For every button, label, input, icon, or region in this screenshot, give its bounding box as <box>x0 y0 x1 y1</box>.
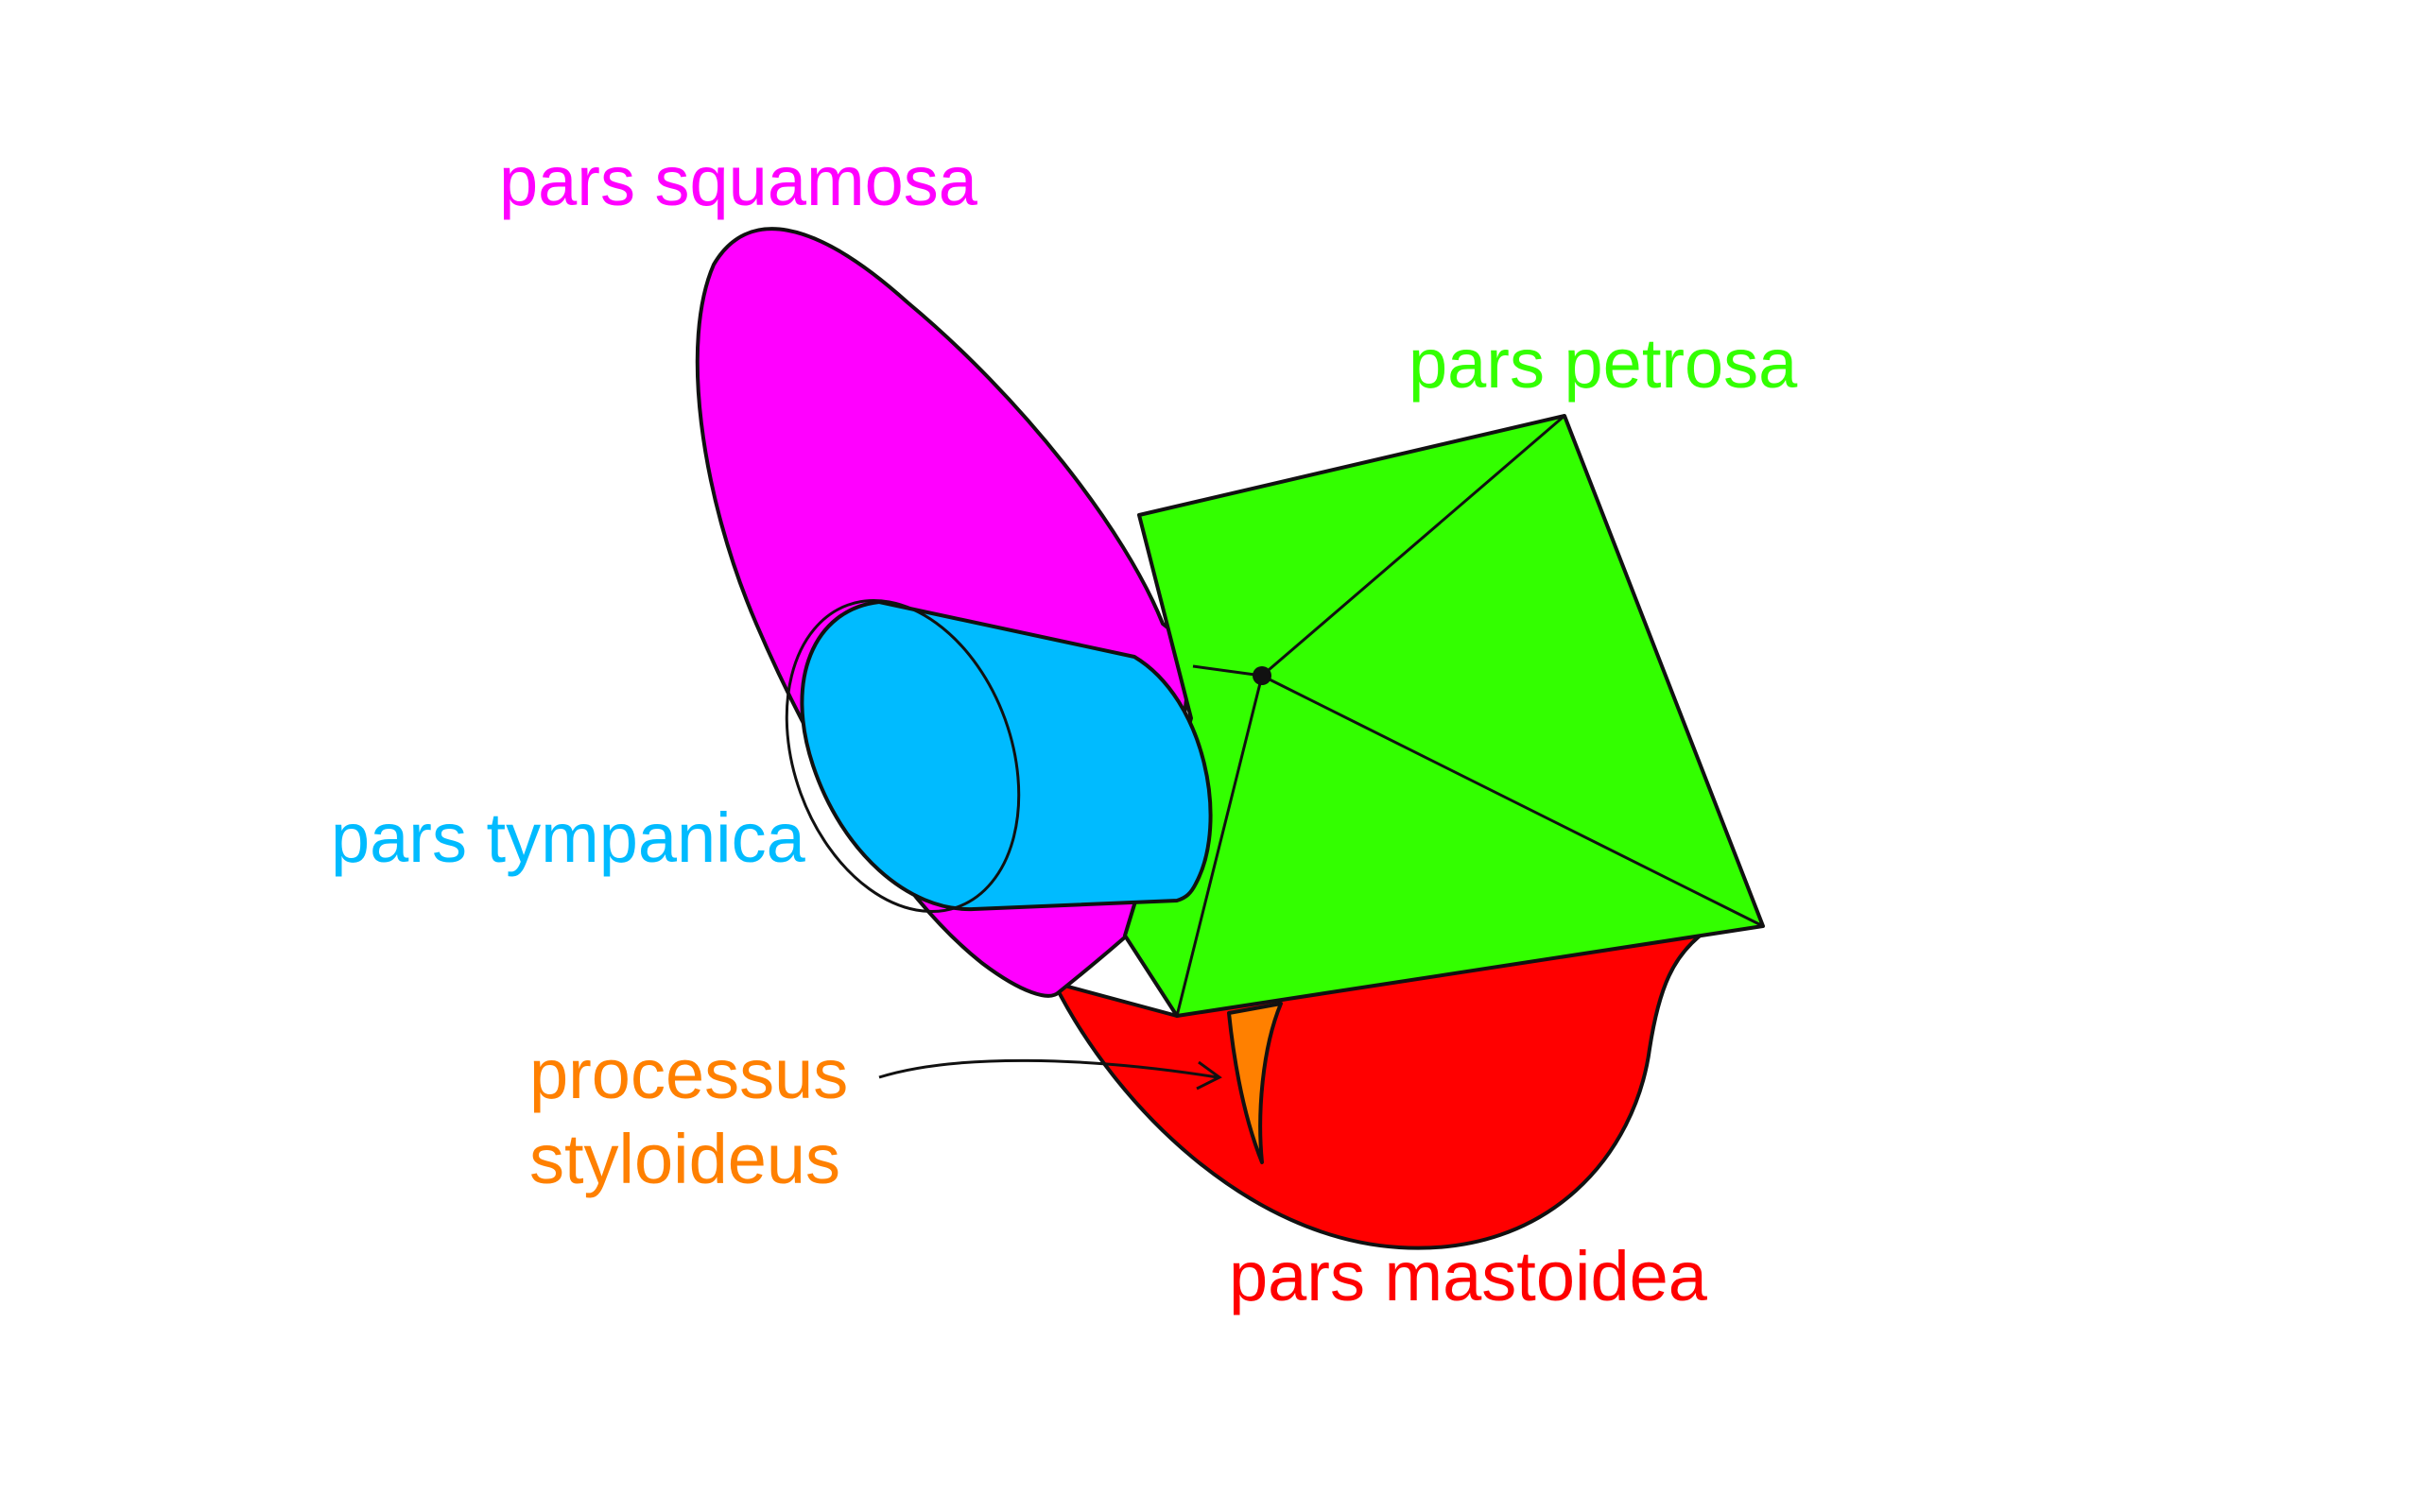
label-pars-tympanica: pars tympanica <box>331 799 806 877</box>
styloideus-pointer-arrowhead <box>1196 1060 1222 1091</box>
petrosa-edge-2 <box>1261 674 1764 928</box>
styloideus-pointer-line <box>878 1058 1219 1079</box>
petrosa-edge-3 <box>1175 675 1264 1017</box>
label-pars-petrosa: pars petrosa <box>1409 324 1798 403</box>
label-pars-mastoidea: pars mastoidea <box>1229 1237 1708 1315</box>
tympanica-end-face <box>785 598 1021 914</box>
label-styloideus: styloideus <box>529 1120 840 1198</box>
pars-petrosa-shape <box>1123 414 1765 1018</box>
petrosa-apex-dot <box>1253 666 1271 685</box>
processus-styloideus-shape <box>1227 1002 1283 1164</box>
petrosa-edge-4 <box>1192 664 1263 678</box>
label-pars-squamosa: pars squamosa <box>499 142 978 220</box>
label-processus: processus <box>529 1035 848 1113</box>
petrosa-edge-1 <box>1261 414 1565 678</box>
